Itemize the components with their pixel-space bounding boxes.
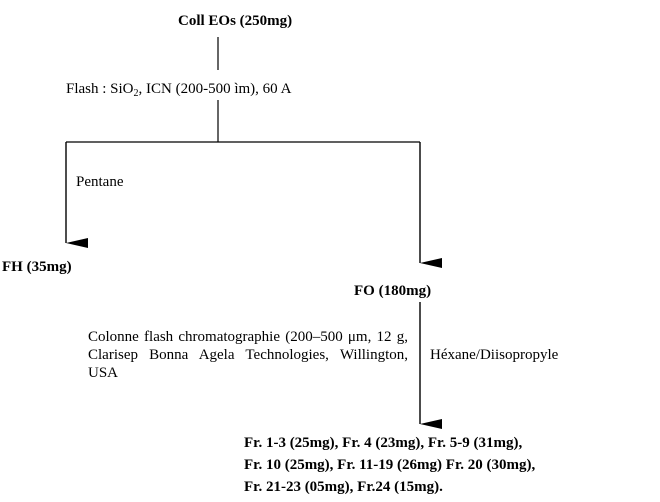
fractions-line-2: Fr. 10 (25mg), Fr. 11-19 (26mg) Fr. 20 (… (244, 457, 536, 473)
column-note: Colonne flash chromatographie (200–500 μ… (88, 329, 408, 381)
step-label-suffix: , ICN (200-500 ìm), 60 A (138, 81, 292, 97)
branch-label-hexane: Héxane/Diisopropyle (430, 347, 559, 363)
fractions-line-1: Fr. 1-3 (25mg), Fr. 4 (23mg), Fr. 5-9 (3… (244, 435, 523, 451)
node-fo: FO (180mg) (354, 283, 432, 299)
branch-label-pentane: Pentane (76, 174, 124, 190)
step-label-subscript: 2 (133, 88, 139, 99)
node-root: Coll EOs (250mg) (178, 13, 293, 29)
fractions-line-3: Fr. 21-23 (05mg), Fr.24 (15mg). (244, 479, 443, 495)
step-label-prefix: Flash : SiO (66, 81, 134, 97)
step-label-flash: Flash : SiO2, ICN (200-500 ìm), 60 A (66, 80, 292, 99)
node-fh: FH (35mg) (2, 259, 72, 275)
